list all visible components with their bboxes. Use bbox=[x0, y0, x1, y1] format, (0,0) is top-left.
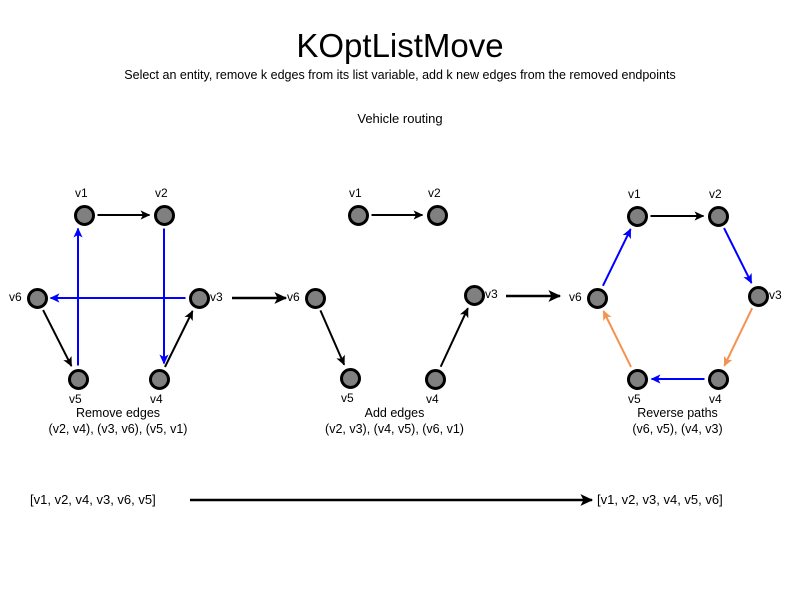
panel-caption-title-remove: Remove edges bbox=[75, 406, 161, 420]
list-after-text: [v1, v2, v3, v4, v5, v6] bbox=[597, 492, 723, 507]
panel-caption-title-add: Add edges bbox=[364, 406, 425, 420]
graph-node-add-v3[interactable] bbox=[463, 284, 485, 306]
graph-node-remove-v4[interactable] bbox=[148, 368, 170, 390]
node-label-remove-v6: v6 bbox=[9, 290, 22, 304]
node-label-add-v2: v2 bbox=[428, 186, 441, 200]
graph-node-remove-v2[interactable] bbox=[153, 204, 175, 226]
node-label-reverse-v5: v5 bbox=[628, 392, 641, 406]
node-label-add-v3: v3 bbox=[485, 287, 498, 301]
node-label-remove-v3: v3 bbox=[210, 290, 223, 304]
graph-node-remove-v1[interactable] bbox=[73, 204, 95, 226]
graph-node-remove-v3[interactable] bbox=[188, 287, 210, 309]
list-before-text: [v1, v2, v4, v3, v6, v5] bbox=[30, 492, 156, 507]
node-label-remove-v5: v5 bbox=[69, 392, 82, 406]
node-label-add-v6: v6 bbox=[287, 290, 300, 304]
node-label-reverse-v6: v6 bbox=[569, 290, 582, 304]
graph-node-add-v2[interactable] bbox=[426, 204, 448, 226]
node-label-remove-v4: v4 bbox=[150, 392, 163, 406]
edge-remove-v4-to-v3 bbox=[164, 310, 194, 368]
panel-caption-reverse: Reverse paths (v6, v5), (v4, v3) bbox=[528, 405, 800, 437]
edge-add-v6-to-v5 bbox=[319, 309, 346, 366]
graph-node-reverse-v1[interactable] bbox=[626, 205, 648, 227]
graph-node-add-v6[interactable] bbox=[304, 287, 326, 309]
panel-caption-title-reverse: Reverse paths bbox=[637, 406, 718, 420]
graph-node-reverse-v5[interactable] bbox=[626, 368, 648, 390]
graph-node-reverse-v3[interactable] bbox=[747, 285, 769, 307]
edge-remove-v6-to-v5 bbox=[42, 309, 73, 367]
node-label-remove-v1: v1 bbox=[75, 186, 88, 200]
panel-caption-remove: Remove edges (v2, v4), (v3, v6), (v5, v1) bbox=[0, 405, 268, 437]
graph-node-add-v4[interactable] bbox=[424, 368, 446, 390]
edge-add-v4-to-v3 bbox=[439, 307, 469, 368]
graph-node-add-v5[interactable] bbox=[339, 367, 361, 389]
page-title: KOptListMove bbox=[296, 27, 504, 64]
graph-node-add-v1[interactable] bbox=[347, 204, 369, 226]
node-label-add-v1: v1 bbox=[349, 186, 362, 200]
graph-node-remove-v6[interactable] bbox=[26, 287, 48, 309]
panel-caption-detail-add: (v2, v3), (v4, v5), (v6, v1) bbox=[325, 422, 464, 436]
node-label-reverse-v2: v2 bbox=[709, 187, 722, 201]
graph-node-reverse-v4[interactable] bbox=[707, 368, 729, 390]
panel-caption-detail-remove: (v2, v4), (v3, v6), (v5, v1) bbox=[48, 422, 188, 436]
node-label-reverse-v1: v1 bbox=[628, 187, 641, 201]
page-subtitle: Select an entity, remove k edges from it… bbox=[124, 68, 676, 82]
panel-caption-add: Add edges (v2, v3), (v4, v5), (v6, v1) bbox=[245, 405, 545, 437]
panel-caption-detail-reverse: (v6, v5), (v4, v3) bbox=[632, 422, 723, 436]
use-case-label: Vehicle routing bbox=[357, 111, 443, 126]
edge-reverse-v6-to-v1 bbox=[602, 228, 632, 287]
node-label-remove-v2: v2 bbox=[155, 186, 168, 200]
node-label-reverse-v3: v3 bbox=[769, 288, 782, 302]
graph-node-remove-v5[interactable] bbox=[67, 368, 89, 390]
graph-node-reverse-v6[interactable] bbox=[586, 287, 608, 309]
node-label-add-v4: v4 bbox=[426, 392, 439, 406]
graph-node-reverse-v2[interactable] bbox=[707, 205, 729, 227]
edge-reverse-v3-to-v4 bbox=[723, 307, 754, 367]
node-label-reverse-v4: v4 bbox=[709, 392, 722, 406]
edge-reverse-v2-to-v3 bbox=[723, 227, 753, 284]
edge-reverse-v5-to-v6 bbox=[602, 310, 632, 368]
node-label-add-v5: v5 bbox=[341, 391, 354, 405]
